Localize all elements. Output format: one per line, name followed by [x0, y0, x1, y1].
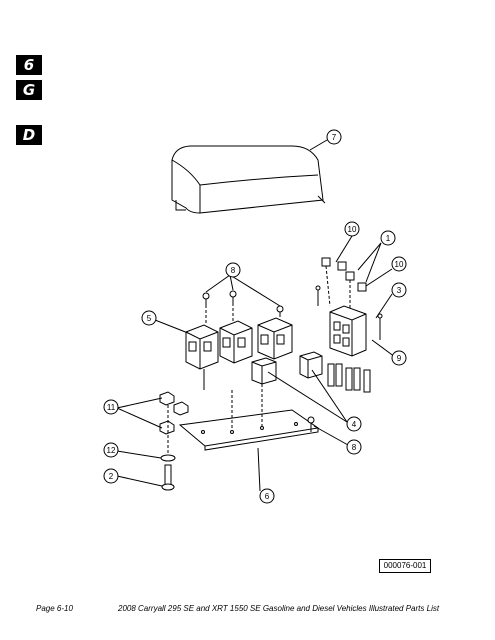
document-title: 2008 Carryall 295 SE and XRT 1550 SE Gas… — [118, 604, 440, 613]
page-number: Page 6-10 — [36, 604, 73, 613]
section-tab-6: 6 — [16, 55, 42, 75]
callout-labels: 7 10 1 10 3 8 5 9 4 11 8 12 2 6 — [107, 133, 404, 501]
callout-label: 11 — [107, 403, 116, 412]
callout-label: 8 — [352, 443, 357, 452]
callout-label: 7 — [332, 133, 337, 142]
fuse-block — [315, 257, 383, 357]
callout-label: 10 — [395, 260, 404, 269]
callout-label: 2 — [109, 472, 114, 481]
leader-lines — [116, 139, 396, 492]
callout-label: 4 — [352, 420, 357, 429]
relay-block-right — [257, 313, 293, 360]
callout-label: 8 — [231, 266, 236, 275]
callout-circles — [103, 129, 407, 504]
screw-set-top — [202, 290, 284, 317]
callout-label: 10 — [348, 225, 357, 234]
relay-block-middle — [219, 298, 253, 364]
terminal-set — [327, 363, 371, 393]
figure-code: 000076-001 — [379, 559, 431, 573]
cover-part — [171, 145, 326, 214]
section-tab-g: G — [16, 80, 42, 100]
callout-label: 3 — [397, 286, 402, 295]
section-tab-d: D — [16, 125, 42, 145]
mounting-plate — [178, 384, 320, 451]
callout-label: 12 — [107, 446, 116, 455]
relay-cubes — [251, 351, 323, 385]
callout-label: 5 — [147, 314, 152, 323]
callout-label: 6 — [265, 492, 270, 501]
callout-label: 1 — [386, 234, 391, 243]
screw-bottom — [307, 416, 315, 432]
fastener-stack — [159, 391, 189, 491]
callout-label: 9 — [397, 354, 402, 363]
relay-block-left — [185, 300, 219, 390]
